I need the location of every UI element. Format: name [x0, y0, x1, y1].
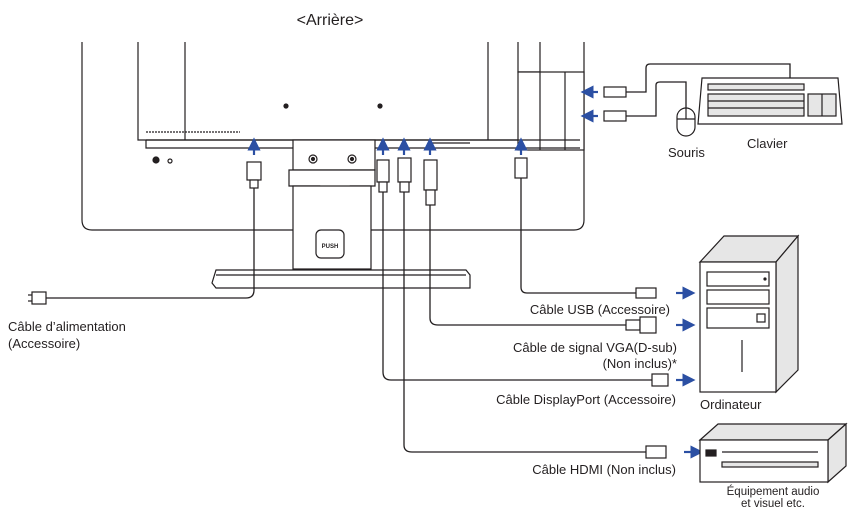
power-cable-label: Câble d’alimentation	[8, 319, 126, 334]
port-connectors	[246, 157, 528, 206]
power-plug-icon	[246, 161, 262, 181]
displayport-plug-icon	[376, 159, 390, 183]
keyboard-label: Clavier	[747, 136, 788, 151]
power-cable-note: (Accessoire)	[8, 336, 81, 351]
diagram-title: <Arrière>	[296, 12, 364, 29]
keyboard-usb-plug-icon	[603, 86, 627, 98]
vga-plug-icon	[423, 159, 438, 191]
mouse-icon	[676, 107, 696, 137]
keyboard-icon	[697, 77, 843, 125]
computer-label: Ordinateur	[700, 397, 762, 412]
usb-end-plug-icon	[635, 287, 657, 299]
usb-upstream-plug-icon	[514, 157, 528, 179]
av-equipment-icon	[698, 422, 848, 484]
monitor-rear-icon	[81, 42, 585, 289]
end-connectors	[28, 86, 669, 459]
av-equipment-label-line2: et visuel etc.	[741, 498, 805, 510]
hdmi-cable-label: Câble HDMI (Non inclus)	[532, 462, 676, 477]
cable-lines	[46, 63, 791, 453]
mouse-usb-plug-icon	[603, 110, 627, 122]
dp-end-plug-icon	[651, 373, 669, 387]
vga-cable-note: (Non inclus)*	[602, 356, 677, 371]
vga-end-plug-icon	[639, 316, 657, 334]
push-label: PUSH	[322, 244, 339, 250]
direction-arrows	[247, 85, 704, 459]
computer-tower-icon	[698, 234, 800, 394]
hdmi-plug-icon	[397, 157, 412, 183]
vga-cable-label: Câble de signal VGA(D-sub)	[512, 340, 677, 355]
av-equipment-label-line1: Équipement audio	[726, 486, 820, 498]
power-end-plug-icon	[31, 291, 47, 305]
hdmi-end-plug-icon	[645, 445, 667, 459]
mouse-label: Souris	[668, 145, 705, 160]
usb-cable-label: Câble USB (Accessoire)	[529, 302, 670, 317]
dp-cable-label: Câble DisplayPort (Accessoire)	[496, 392, 676, 407]
